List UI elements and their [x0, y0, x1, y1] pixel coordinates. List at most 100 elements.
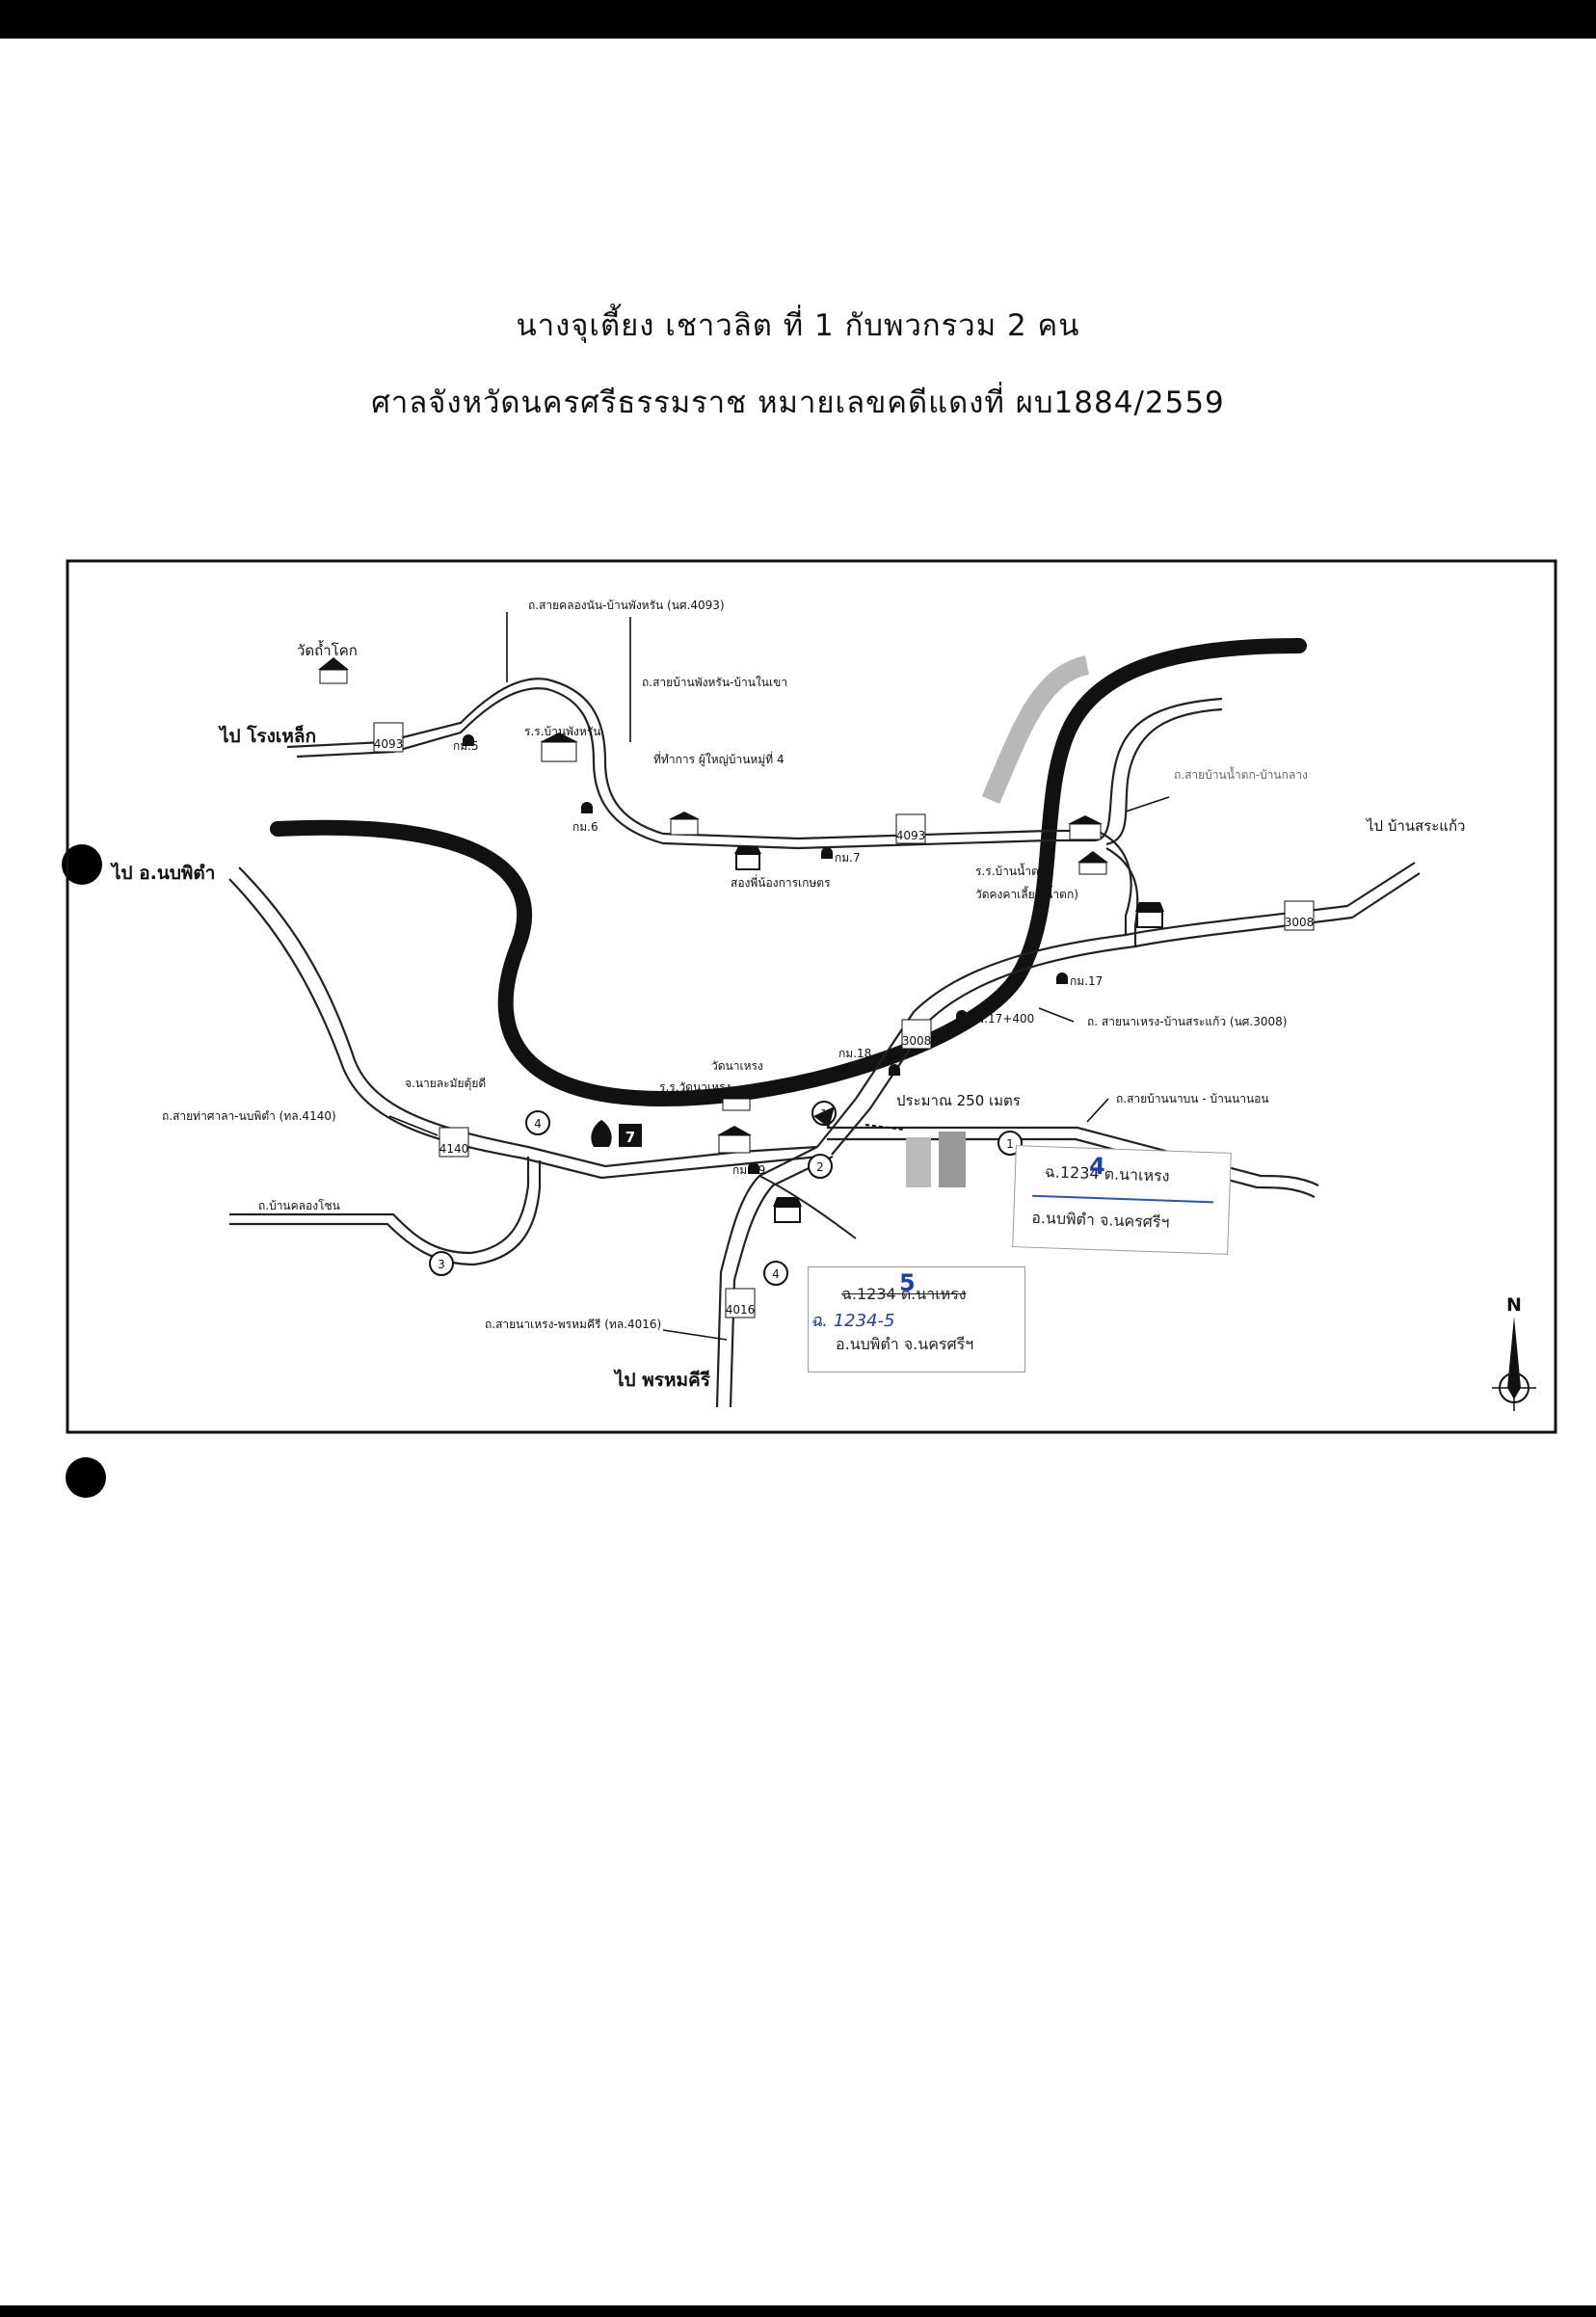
scan-top-edge [0, 0, 1596, 39]
label-to-nop-phitam: ไป อ.นบพิตำ [110, 862, 215, 884]
shield-4016: 4016 [725, 1288, 756, 1318]
label-nai-lamai: จ.นายละมัยตุ้ยดี [405, 1077, 486, 1091]
pointer-4016-label [662, 1329, 728, 1341]
label-km17: กม.17 [1070, 974, 1103, 988]
land-deed-stamp-2: ฉ.1234 ต.นาเหรง 5 ฉ. 1234-5 อ.นบพิตำ จ.น… [808, 1266, 1025, 1372]
map-frame [66, 559, 1557, 1434]
label-wat-tham-khok: วัดถ้ำโคก [297, 640, 358, 659]
label-road-3008: ถ. สายนาเหรง-บ้านสระแก้ว (นศ.3008) [1087, 1015, 1287, 1028]
stamp2-overwrite: 5 [899, 1269, 916, 1296]
km-marker-17 [1056, 972, 1068, 984]
label-wat-na-reng: วัดนาเหรง [711, 1059, 763, 1073]
label-road-namtok: ถ.สายบ้านน้ำตก-บ้านกลาง [1174, 766, 1308, 782]
label-school-namtok: ร.ร.บ้านน้ำตก [975, 863, 1046, 878]
temple-icon-khongkha [1077, 851, 1108, 875]
stamp2-line1: ฉ.1234 ต.นาเหรง [841, 1285, 967, 1303]
road-ban-na-bon-b [827, 1137, 1316, 1198]
road-4093-b [296, 687, 1095, 850]
km-marker-17-400 [956, 1010, 968, 1022]
svg-text:4: 4 [772, 1267, 780, 1281]
road-3008-b [1105, 847, 1421, 948]
label-coop-store: สองพี่น้องการเกษตร [731, 874, 831, 890]
road-3008-south [816, 933, 1127, 1148]
document-title: นางจุเตี้ยง เชาวลิต ที่ 1 กับพวกรวม 2 คน [516, 308, 1080, 343]
road-3008-south-b [831, 945, 1136, 1156]
circle-number-4b: 4 [763, 1261, 788, 1286]
scan-bottom-edge [0, 2305, 1596, 2317]
label-to-phrom-khiri: ไป พรหมคีรี [613, 1369, 711, 1391]
km-marker-7 [821, 847, 833, 859]
label-km18: กม.18 [838, 1047, 871, 1060]
pointer-3008-label [1038, 1007, 1075, 1023]
label-km17-400: กม.17+400 [970, 1012, 1034, 1025]
seven-eleven-icon: 7 [619, 1124, 642, 1147]
svg-text:4140: 4140 [439, 1142, 469, 1156]
road-link [758, 1175, 857, 1239]
river [270, 638, 1307, 1107]
road-khlong-chon-b [229, 1160, 542, 1266]
road-namtok [1094, 697, 1223, 842]
label-road-4016: ถ.สายนาเหรง-พรหมคีรี (ทล.4016) [485, 1318, 661, 1331]
svg-text:3: 3 [438, 1258, 445, 1271]
svg-text:4093: 4093 [374, 737, 404, 751]
road-khlong-chon [229, 1157, 530, 1255]
km-marker-18 [889, 1064, 900, 1076]
road-ban-na-bon [827, 1126, 1319, 1186]
shield-4093-a: 4093 [373, 722, 404, 753]
shield-3008-b: 3008 [901, 1019, 932, 1050]
shop-icon-coop [734, 846, 761, 870]
document-subtitle: ศาลจังหวัดนครศรีธรรมราช หมายเลขคดีแดงที่… [371, 386, 1225, 420]
headman-office-icon [669, 812, 700, 836]
north-arrow-icon: N [1492, 1294, 1536, 1411]
shield-3008-a: 3008 [1284, 900, 1315, 931]
road-4016 [715, 1146, 818, 1408]
gas-station-icon [591, 1120, 612, 1147]
label-km6: กม.6 [572, 820, 598, 834]
plot-left [906, 1137, 931, 1187]
circle-number-3: 3 [429, 1251, 454, 1276]
label-to-ban-sa-kaeo: ไป บ้านสระแก้ว [1366, 817, 1465, 835]
school-icon-namtok [1068, 815, 1103, 840]
km-marker-6 [581, 802, 593, 813]
road-4140-b [228, 878, 820, 1180]
stamp1-line2: อ.นบพิตำ จ.นครศรีฯ [1030, 1208, 1170, 1232]
stamp1-rule [1032, 1194, 1214, 1204]
road-namtok-b [1105, 707, 1223, 846]
shop-icon-east [1135, 902, 1164, 928]
temple-icon-tham-khok [318, 657, 349, 684]
label-km7: กม.7 [835, 851, 861, 865]
school-icon-wat-na-reng [717, 1126, 752, 1154]
circle-number-2: 2 [808, 1154, 833, 1179]
shield-4093-b: 4093 [895, 813, 926, 844]
temple-icon-na-reng [721, 1087, 752, 1111]
road-4093 [286, 678, 1097, 840]
location-map: 4093 4093 3008 3008 4140 4016 1 1 2 3 4 [66, 559, 1557, 1434]
svg-text:2: 2 [816, 1160, 824, 1174]
label-road-ban-na-bon: ถ.สายบ้านนาบน - บ้านนานอน [1116, 1092, 1269, 1105]
flag-marker [813, 1106, 835, 1128]
label-km19: กม.19 [732, 1163, 765, 1177]
svg-text:1: 1 [1006, 1137, 1014, 1151]
label-road-khlong-chon: ถ.บ้านคลองโชน [258, 1199, 340, 1212]
plot-right [939, 1132, 966, 1187]
pointer-namtok-label [1125, 796, 1170, 812]
label-headman-office: ที่ทำการ ผู้ใหญ่บ้านหมู่ที่ 4 [653, 751, 785, 767]
school-icon-phanghran [540, 732, 578, 762]
river-shade [981, 655, 1090, 804]
svg-text:3008: 3008 [902, 1034, 932, 1048]
label-road-4140: ถ.สายท่าศาลา-นบพิตำ (ทล.4140) [162, 1109, 336, 1123]
svg-text:7: 7 [625, 1129, 635, 1146]
label-school-phanghran: ร.ร.บ้านพังหรัน [524, 725, 600, 738]
label-to-rong-lek: ไป โรงเหล็ก [218, 724, 316, 747]
land-deed-stamp-1: ฉ.1234 ต.นาเหรง 4 อ.นบพิตำ จ.นครศรีฯ [1012, 1145, 1232, 1255]
svg-text:4: 4 [534, 1117, 542, 1131]
label-road-4093: ถ.สายคลองนัน-บ้านพังหรัน (นศ.4093) [528, 599, 725, 612]
shop-icon-junction [773, 1197, 802, 1223]
circle-number-4a: 4 [525, 1110, 550, 1135]
km-marker-5 [463, 734, 474, 746]
stamp1-line1: ฉ.1234 ต.นาเหรง [1044, 1162, 1170, 1185]
pointer-4140-label [388, 1115, 439, 1136]
road-4016-b [729, 1156, 834, 1408]
punch-hole-bottom [66, 1457, 106, 1498]
svg-text:4093: 4093 [896, 829, 926, 842]
